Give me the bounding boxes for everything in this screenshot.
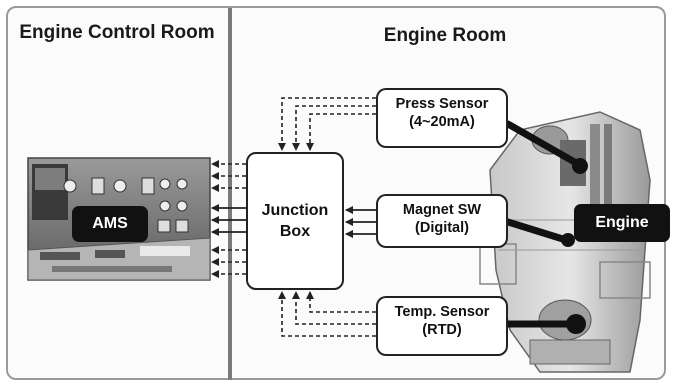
magnet-sw-label: Magnet SW (402, 202, 482, 218)
sensor-links (504, 120, 588, 334)
temp-signal-lines (278, 291, 376, 337)
room-divider (228, 8, 232, 380)
engine-control-room-heading: Engine Control Room (19, 22, 215, 43)
junction-box-label-line2: Box (279, 223, 311, 240)
ams-signal-lines (211, 160, 246, 278)
temp-sensor-type: (RTD) (422, 322, 462, 338)
engine-label: Engine (574, 204, 670, 242)
magnet-sw-type: (Digital) (415, 220, 469, 236)
press-sensor-range: (4~20mA) (409, 114, 475, 130)
temp-sensor-label: Temp. Sensor (394, 304, 490, 320)
engine-room-heading: Engine Room (383, 25, 507, 46)
junction-box: Junction Box (246, 152, 344, 290)
junction-box-label-line1: Junction (261, 202, 329, 219)
press-sensor-box: Press Sensor (4~20mA) (376, 88, 508, 148)
ams-label: AMS (72, 206, 148, 242)
press-signal-lines (278, 97, 376, 151)
magnet-signal-lines (345, 206, 376, 238)
magnet-sw-box: Magnet SW (Digital) (376, 194, 508, 248)
ams-console-picture (27, 157, 211, 281)
press-sensor-label: Press Sensor (395, 96, 489, 112)
temp-sensor-box: Temp. Sensor (RTD) (376, 296, 508, 356)
